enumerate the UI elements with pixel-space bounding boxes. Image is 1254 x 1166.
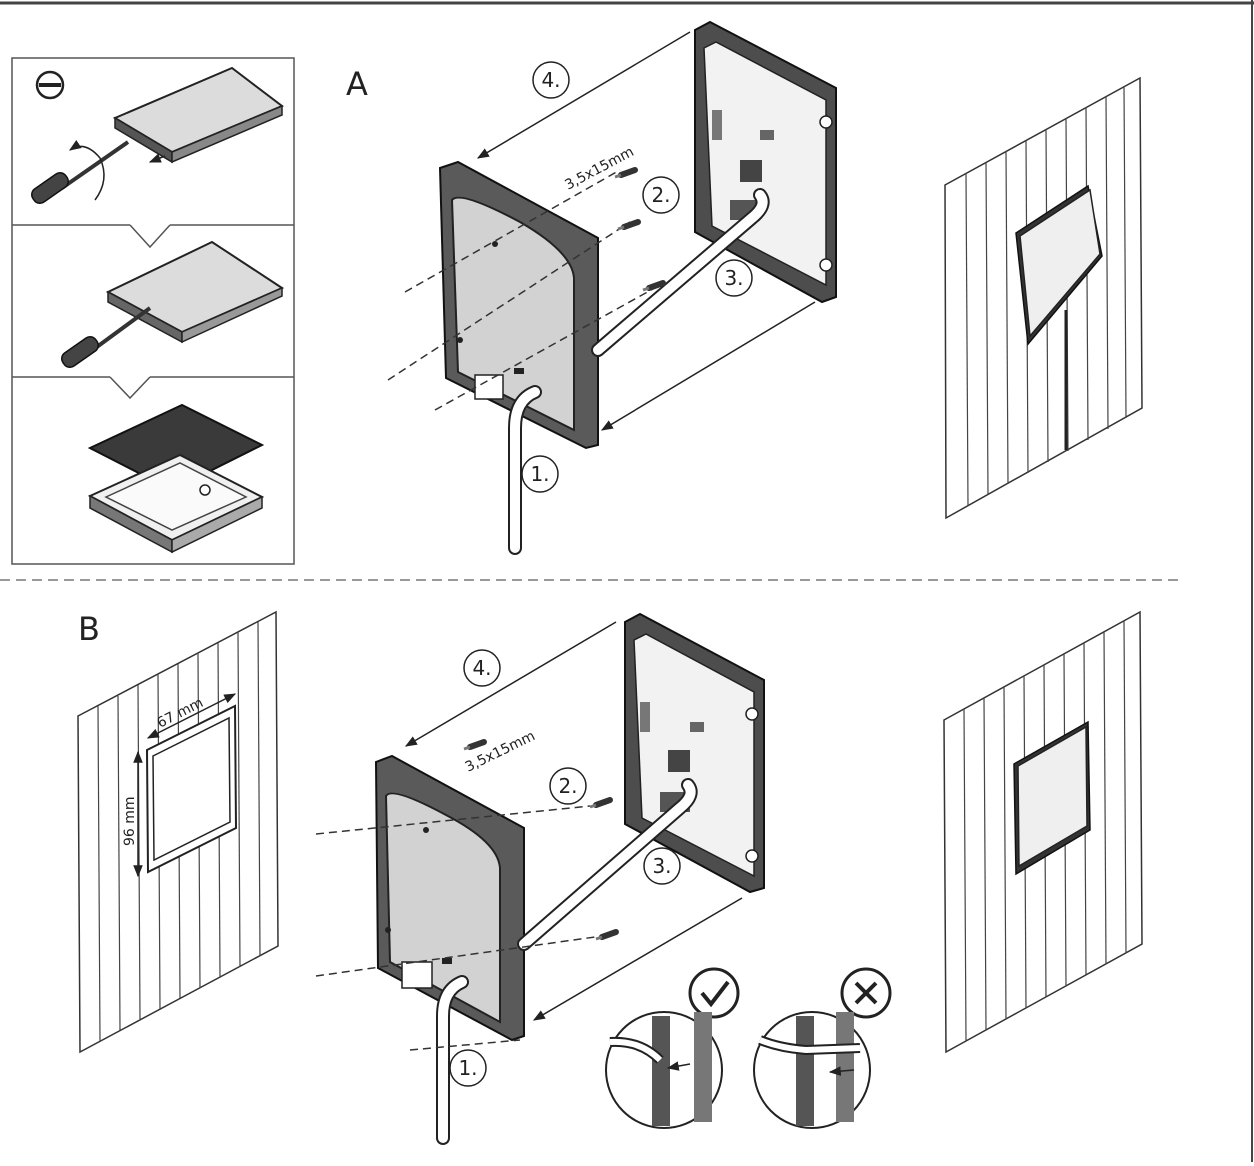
step-marker-4: 4. bbox=[463, 649, 501, 687]
screw-icon bbox=[464, 742, 484, 749]
screw-size-label: 3,5x15mm bbox=[562, 144, 636, 194]
wall-cutout-b bbox=[77, 610, 279, 1054]
step-marker-4: 4. bbox=[532, 61, 570, 99]
cutout-height-label: 96 mm bbox=[122, 796, 138, 846]
screwdriver-icon bbox=[61, 306, 152, 369]
svg-text:4.: 4. bbox=[541, 68, 560, 92]
svg-text:2.: 2. bbox=[651, 183, 670, 207]
assembly-arrow bbox=[600, 301, 816, 431]
wall-result-b bbox=[943, 610, 1143, 1054]
check-circle-icon bbox=[688, 967, 740, 1019]
svg-text:3.: 3. bbox=[724, 266, 743, 290]
svg-text:3.: 3. bbox=[652, 854, 671, 878]
assembly-arrow bbox=[404, 621, 617, 747]
svg-text:1.: 1. bbox=[458, 1056, 477, 1080]
device-opening bbox=[105, 240, 285, 344]
screw-icon bbox=[596, 932, 616, 939]
section-b-label: B bbox=[78, 610, 100, 648]
svg-text:2.: 2. bbox=[558, 774, 577, 798]
cable-b bbox=[436, 778, 698, 1145]
screwdriver-icon bbox=[31, 140, 130, 205]
assembly-arrow bbox=[476, 31, 691, 159]
device-back-panel-a bbox=[438, 160, 599, 450]
section-a-label: A bbox=[346, 65, 368, 103]
screw-icon bbox=[615, 170, 635, 177]
svg-text:4.: 4. bbox=[472, 656, 491, 680]
cable-a bbox=[508, 188, 770, 555]
screw-icon bbox=[590, 800, 610, 807]
screw-size-label: 3,5x15mm bbox=[463, 728, 538, 776]
svg-text:1.: 1. bbox=[530, 462, 549, 486]
incorrect-cable-detail bbox=[753, 1011, 871, 1129]
step-marker-1: 1. bbox=[521, 455, 559, 493]
device-exploded bbox=[87, 403, 265, 554]
step-marker-3: 3. bbox=[643, 847, 681, 885]
circuit-board-b bbox=[624, 612, 765, 894]
device-back-panel-b bbox=[374, 754, 525, 1042]
correct-cable-detail bbox=[605, 1011, 723, 1129]
device-closed bbox=[112, 66, 284, 164]
screw-guides-b bbox=[315, 805, 603, 1051]
step-marker-2: 2. bbox=[642, 176, 680, 214]
rotate-arrow bbox=[69, 140, 105, 201]
assembly-arrow bbox=[532, 897, 743, 1021]
minus-circle-icon bbox=[35, 70, 65, 100]
screw-icon bbox=[618, 222, 638, 229]
wall-result-a bbox=[944, 76, 1143, 520]
step-marker-1: 1. bbox=[449, 1049, 487, 1087]
screw-guides-a bbox=[387, 169, 661, 411]
step-marker-2: 2. bbox=[549, 767, 587, 805]
cover-removal-panel bbox=[11, 57, 295, 565]
step-marker-3: 3. bbox=[715, 259, 753, 297]
cross-circle-icon bbox=[840, 967, 892, 1019]
circuit-board-a bbox=[694, 20, 837, 304]
